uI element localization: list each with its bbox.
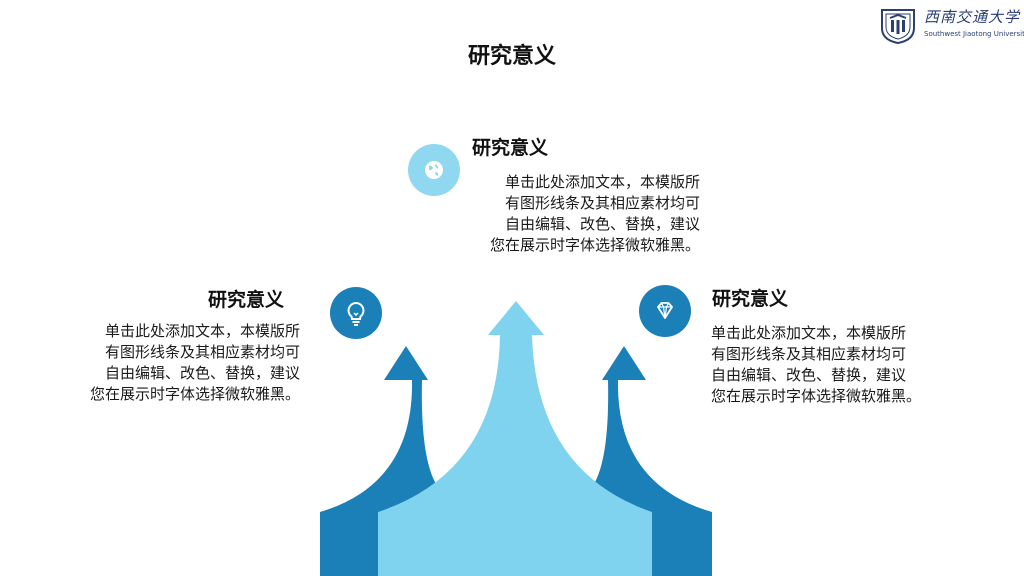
top-block-line: 有图形线条及其相应素材均可 — [504, 194, 700, 212]
top-block-line: 自由编辑、改色、替换，建议 — [504, 215, 700, 233]
right-block-line: 自由编辑、改色、替换，建议 — [711, 366, 907, 384]
globe-icon — [408, 144, 460, 196]
left-block-line: 自由编辑、改色、替换，建议 — [104, 364, 300, 382]
left-block-body: 单击此处添加文本，本模版所 有图形线条及其相应素材均可 自由编辑、改色、替换，建… — [40, 321, 300, 405]
page-title: 研究意义 — [467, 44, 556, 69]
university-emblem-icon — [881, 9, 915, 44]
right-block-line: 您在展示时字体选择微软雅黑。 — [711, 387, 922, 405]
right-block-title: 研究意义 — [712, 288, 789, 310]
left-block-line: 您在展示时字体选择微软雅黑。 — [89, 385, 300, 403]
top-block-line: 您在展示时字体选择微软雅黑。 — [489, 236, 700, 254]
right-block-line: 有图形线条及其相应素材均可 — [711, 345, 907, 363]
diamond-icon — [639, 285, 691, 337]
top-block-body: 单击此处添加文本，本模版所 有图形线条及其相应素材均可 自由编辑、改色、替换，建… — [440, 172, 700, 256]
right-block-line: 单击此处添加文本，本模版所 — [711, 324, 907, 342]
university-name: 西南交通大学 — [924, 8, 1021, 26]
left-block-line: 单击此处添加文本，本模版所 — [104, 322, 300, 340]
university-name-english: Southwest Jiaotong University — [924, 30, 1024, 38]
left-block-line: 有图形线条及其相应素材均可 — [104, 343, 300, 361]
university-logo: 西南交通大学 Southwest Jiaotong University — [878, 4, 1024, 44]
lightbulb-icon — [330, 287, 382, 339]
right-block-body: 单击此处添加文本，本模版所 有图形线条及其相应素材均可 自由编辑、改色、替换，建… — [711, 323, 991, 407]
left-block-title: 研究意义 — [208, 289, 285, 311]
center-arrow-shape — [378, 301, 652, 576]
top-block-line: 单击此处添加文本，本模版所 — [504, 173, 700, 191]
top-block-title: 研究意义 — [472, 137, 549, 159]
